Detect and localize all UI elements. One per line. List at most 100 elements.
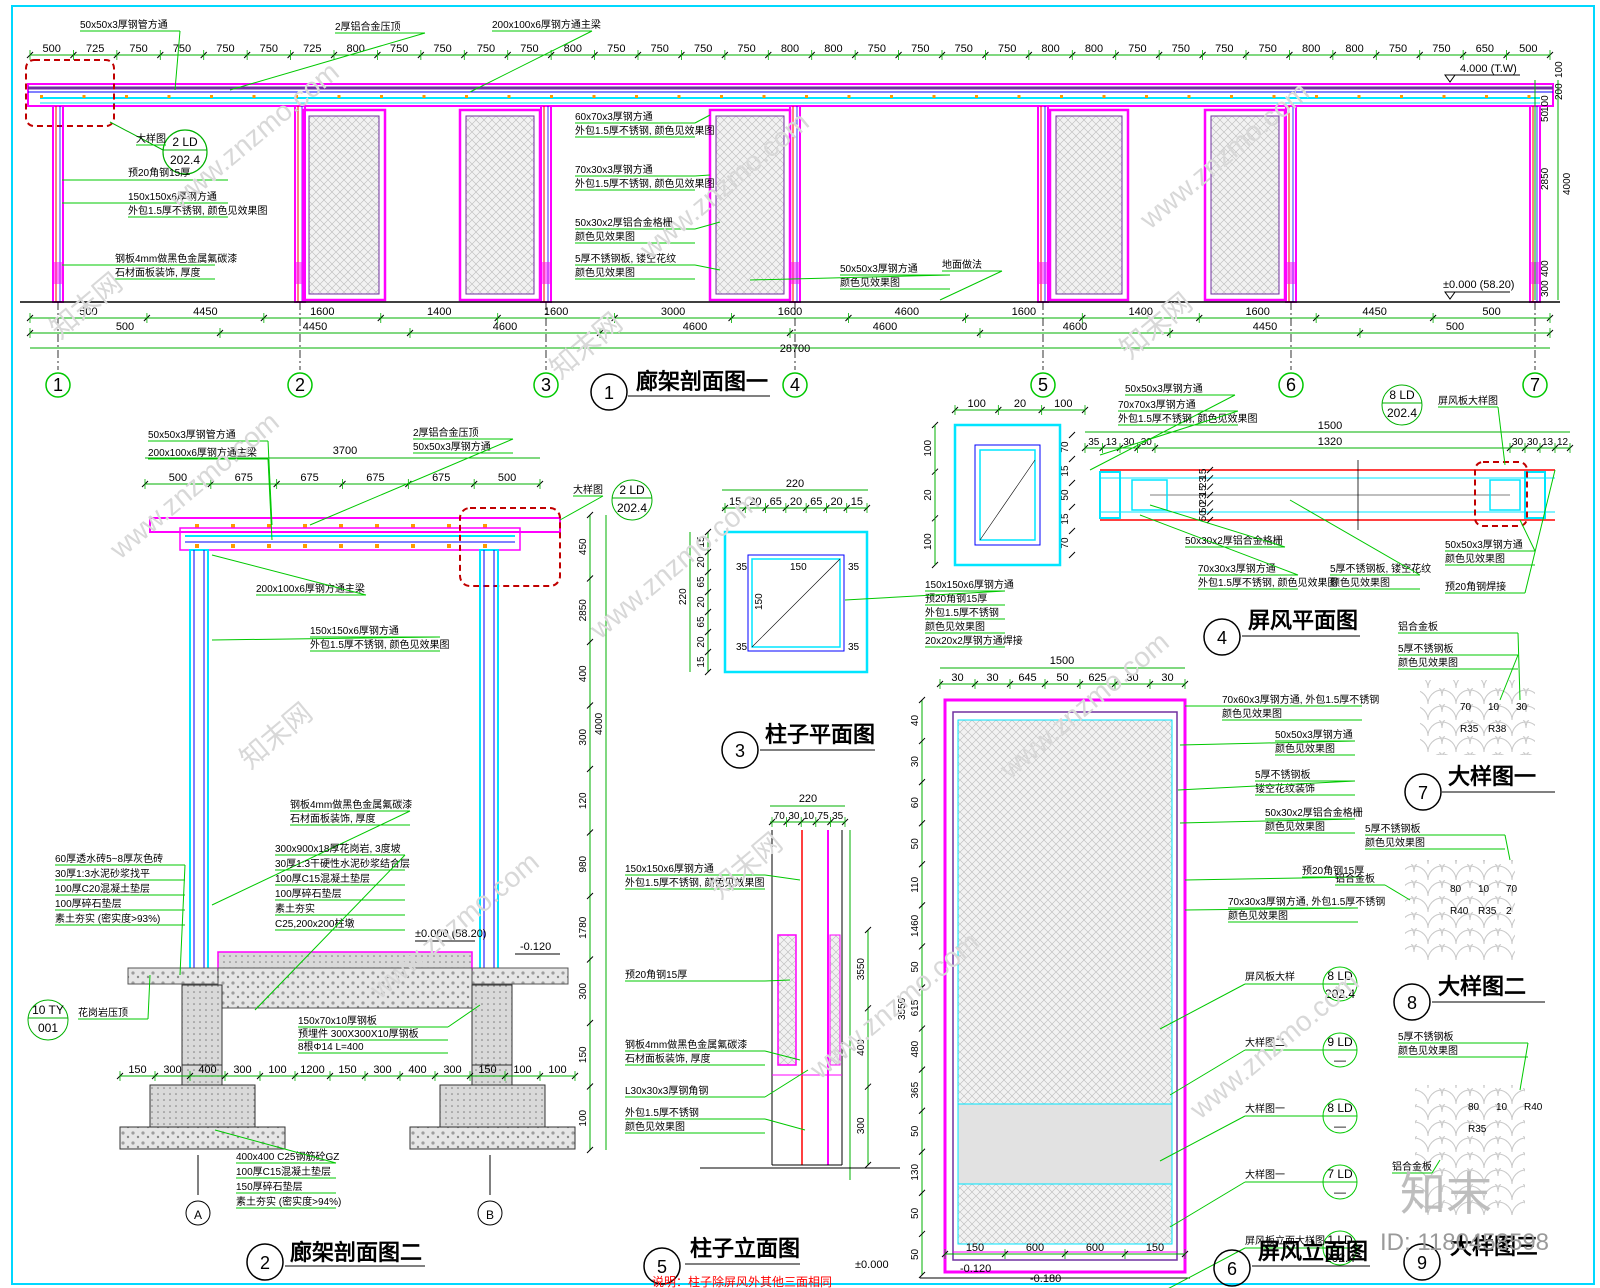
s6-sub-5: 30 <box>1126 672 1138 684</box>
s5-note-c-0: 钢板4mm做黑色金属氟碳漆 <box>625 1038 747 1051</box>
s6-perforated-panel-lower <box>957 1183 1173 1245</box>
s1-level-top: 4.000 (T.W) <box>1460 63 1517 75</box>
section-5-number: 5 <box>657 1257 667 1277</box>
s6-ref-num-4: 1 LD <box>1327 1233 1353 1247</box>
s8-dim-5: 2 <box>1506 906 1512 917</box>
section-1-number: 1 <box>604 383 614 403</box>
s1-top-3: 750 <box>173 43 191 55</box>
s1-axis-7: 7 <box>1530 375 1540 395</box>
s2-bot-9: 300 <box>443 1064 461 1076</box>
s3-ldim-0: 15 <box>696 536 707 548</box>
s6-ref-sheet-4: 202.4 <box>1325 1251 1355 1265</box>
s6-ldim-6: 50 <box>910 961 921 973</box>
s4-note-f-1: 颜色见效果图 <box>1330 576 1390 589</box>
s1-top-32: 750 <box>1432 43 1450 55</box>
s1-note-d-0: 60x70x3厚钢方通 <box>575 110 653 123</box>
s2-note-j-0: 150x70x10厚钢板 <box>298 1014 377 1027</box>
s2-note-h-3: 100厚碎石垫层 <box>275 887 342 900</box>
s8-dim-0: 80 <box>1450 884 1462 895</box>
s1-rdim-0: 100 <box>1554 61 1565 78</box>
s6-bot-0: 150 <box>966 1242 984 1254</box>
s2-rdim-1: 2850 <box>578 599 589 622</box>
s6-note-f-1: 颜色见效果图 <box>1228 909 1288 922</box>
s2-note-b-0: 200x100x6厚钢方通主梁 <box>148 446 257 459</box>
s2-rdim-3: 300 <box>578 728 589 745</box>
section-9-number: 9 <box>1417 1253 1427 1273</box>
s8-dim-1: 10 <box>1478 884 1490 895</box>
s1-level-zero: ±0.000 (58.20) <box>1443 279 1514 291</box>
s6-ref-sheet-1: — <box>1334 1053 1346 1067</box>
s6-note-e-0: 预20角钢15厚 <box>1302 864 1364 877</box>
s6-note-d-0: 50x30x2厚铝合金格栅 <box>1265 806 1363 819</box>
s1-top-30: 800 <box>1345 43 1363 55</box>
s3-ldim-3: 20 <box>696 596 707 608</box>
s6-screen-frame <box>943 698 1187 1274</box>
s1-axis-4: 4 <box>790 375 800 395</box>
s5-note-a-1: 外包1.5厚不锈钢, 颜色见效果图 <box>625 876 764 889</box>
s7-dim-2: 30 <box>1516 702 1528 713</box>
s4-note-f-0: 5厚不锈钢板, 镂空花纹 <box>1330 562 1431 575</box>
s3-ldim-5: 20 <box>696 636 707 648</box>
section-7-title: 大样图一 <box>1448 764 1536 790</box>
s4-right-2: 13 <box>1542 437 1554 448</box>
s6-ldim-9: 365 <box>910 1081 921 1098</box>
s1-note-i-1: 外包1.5厚不锈钢, 颜色见效果图 <box>128 204 267 217</box>
s1-bot2-0: 500 <box>116 321 134 333</box>
s6-bot-2: 600 <box>1086 1242 1104 1254</box>
s2-note-i-4: 素土夯实 (密实度>93%) <box>55 912 160 925</box>
s2-note-h-2: 100厚C15混凝土垫层 <box>275 872 370 885</box>
s5-note-a-0: 150x150x6厚钢方通 <box>625 862 714 875</box>
axis-b: B <box>486 1208 494 1222</box>
s6-ldim-3: 50 <box>910 838 921 850</box>
s6-solid-panel <box>957 1103 1173 1185</box>
s6-ldim-10: 50 <box>910 1125 921 1137</box>
s6-sub-4: 625 <box>1088 672 1106 684</box>
s1-note-f-1: 颜色见效果图 <box>575 230 635 243</box>
s3-ldim-total: 220 <box>678 588 689 605</box>
s2-top-5: 500 <box>498 472 516 484</box>
s1-top-17: 800 <box>781 43 799 55</box>
s6-note-d-1: 颜色见效果图 <box>1265 820 1325 833</box>
s6-sub-0: 30 <box>951 672 963 684</box>
s1-screen-panel-1 <box>458 108 542 302</box>
s9-note-b-0: 铝合金板 <box>1392 1160 1432 1173</box>
s2-column-a <box>189 549 209 981</box>
s3-in-3: 35 <box>736 642 748 653</box>
s3-sub-6: 15 <box>851 496 863 508</box>
s1-bot1-3: 1400 <box>427 306 451 318</box>
brand-logo: 知末 <box>1400 1167 1492 1221</box>
s4-lv-1: 20 <box>923 489 934 501</box>
s2-note-d-0: 大样图 <box>573 483 603 496</box>
s1-axis-1: 1 <box>53 375 63 395</box>
s1-note-l-0: 地面做法 <box>942 258 982 271</box>
s1-note-d-1: 外包1.5厚不锈钢, 颜色见效果图 <box>575 124 714 137</box>
s4-mid-2: 30 <box>1123 437 1135 448</box>
s2-note-j-2: 8根Φ14 L=400 <box>298 1040 364 1053</box>
s6-note-a-1: 颜色见效果图 <box>1222 707 1282 720</box>
s4-midv-2: 15 <box>1198 485 1209 497</box>
s3-note-1: 预20角钢15厚 <box>925 592 987 605</box>
section-6-annotations: 70x60x3厚钢方通, 外包1.5厚不锈钢颜色见效果图50x50x3厚钢方通颜… <box>1177 693 1385 923</box>
s3-ldim-4: 65 <box>696 616 707 628</box>
s6-ref-label-1: 大样图二 <box>1245 1036 1285 1049</box>
s2-ty-num: 10 TY <box>32 1003 64 1017</box>
s2-rdim-5: 980 <box>578 855 589 872</box>
s8-note-b-0: 铝合金板 <box>1335 872 1375 885</box>
s1-bot1-11: 4450 <box>1362 306 1386 318</box>
s4-note-e-1: 外包1.5厚不锈钢, 颜色见效果图 <box>1198 576 1337 589</box>
s3-column-outline <box>723 530 869 674</box>
s2-rdim-8: 150 <box>578 1046 589 1063</box>
section-3-number: 3 <box>735 741 745 761</box>
s1-bot1-0: 500 <box>79 306 97 318</box>
s6-ref-num-1: 9 LD <box>1327 1035 1353 1049</box>
s3-ldim-6: 15 <box>696 656 707 668</box>
s3-sub-0: 15 <box>729 496 741 508</box>
s1-top-5: 750 <box>260 43 278 55</box>
s3-sub-2: 65 <box>770 496 782 508</box>
